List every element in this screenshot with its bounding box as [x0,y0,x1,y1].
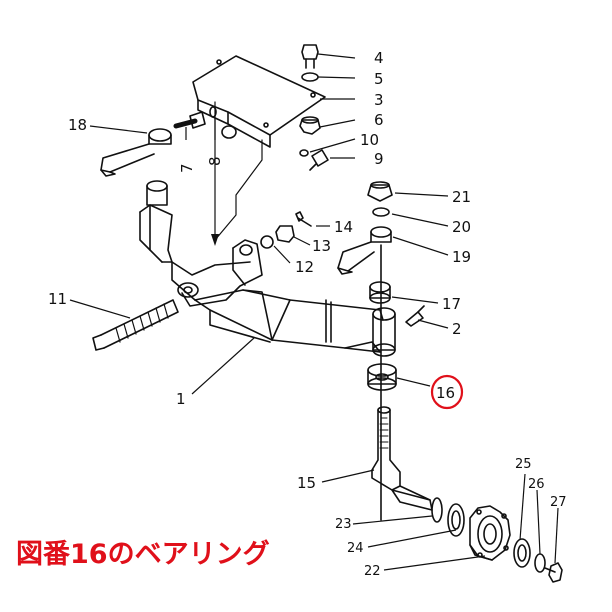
label-part-26: 26 [528,477,545,492]
label-part-20: 20 [452,218,471,236]
leader-lines [69,53,559,571]
seal [431,497,443,523]
bolt [301,44,319,69]
knuckle-arm [337,226,392,275]
top-nut [367,181,393,202]
castle-nut [275,225,295,243]
label-part-24: 24 [347,541,364,556]
outer-bearing [513,538,531,568]
label-part-27: 27 [550,495,567,510]
nut [299,116,321,135]
pivot-pin [92,299,179,351]
label-part-25: 25 [515,457,532,472]
label-part-5: 5 [374,70,384,88]
hub-nut [544,562,563,583]
label-part-4: 4 [374,49,384,67]
assembly-arrow [214,101,263,241]
bearing-16 [367,363,397,391]
label-part-9: 9 [374,150,384,168]
label-part-10: 10 [360,131,379,149]
wheel-hub [469,505,511,561]
label-part-3: 3 [374,91,384,109]
cotter-pin [295,211,312,227]
label-part-11: 11 [48,290,67,308]
label-part-16: 16 [436,384,455,402]
label-part-7: 7 [178,163,196,173]
bushing [369,281,391,304]
label-part-21: 21 [452,188,471,206]
highlight-circle [430,374,464,410]
label-part-8: 8 [206,156,224,166]
bolt-7 [173,111,206,129]
washer-20 [372,207,390,217]
inner-bearing [447,503,465,537]
small-washer [299,149,309,157]
label-part-23: 23 [335,517,352,532]
label-part-15: 15 [297,474,316,492]
steering-arm-left [100,128,172,177]
axle-frame [139,180,384,353]
label-part-22: 22 [364,564,381,579]
label-part-14: 14 [334,218,353,236]
caption-bearing-16: 図番16のベアリング [16,539,270,570]
label-part-6: 6 [374,111,384,129]
hub-washer [534,553,546,573]
mounting-plate [192,55,326,148]
washer-12 [260,235,274,249]
washer-8 [209,106,217,118]
label-part-19: 19 [452,248,471,266]
label-part-1: 1 [176,390,186,408]
label-part-2: 2 [452,320,462,338]
label-part-13: 13 [312,237,331,255]
screw [309,149,329,171]
kingpin-boss [372,307,396,357]
grease-fitting [405,305,425,327]
washer [301,72,319,82]
label-part-17: 17 [442,295,461,313]
label-part-12: 12 [295,258,314,276]
label-part-18: 18 [68,116,87,134]
